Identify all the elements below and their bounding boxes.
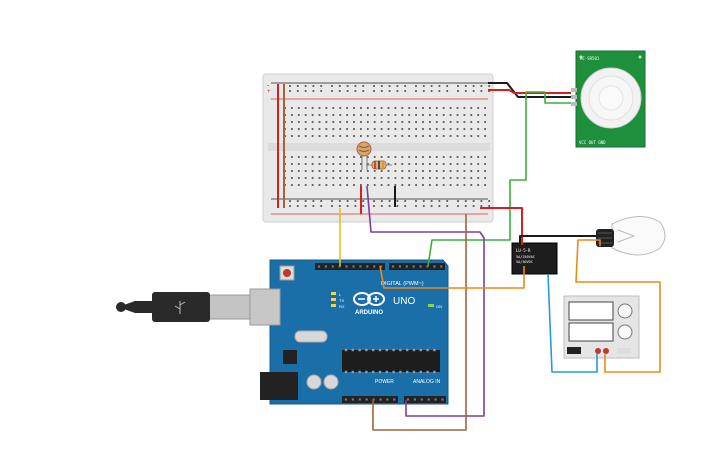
capacitor-2 <box>323 374 339 390</box>
rail-plus-label: + <box>267 89 271 95</box>
analog-header <box>404 396 446 403</box>
reset-button[interactable] <box>283 269 291 277</box>
positive-terminal[interactable] <box>595 348 601 354</box>
digital-header-right <box>389 263 445 270</box>
negative-terminal[interactable] <box>603 348 609 354</box>
digital-label: DIGITAL (PWM~) <box>381 281 424 287</box>
power-switch[interactable] <box>567 347 581 354</box>
on-label: ON <box>436 304 442 309</box>
relay-module[interactable]: LU-5-R 5A/250VAC 5A/30VDC <box>511 242 558 275</box>
pir-sensor[interactable]: HC-SR501 VCC OUT GND <box>571 50 646 148</box>
arduino-model: UNO <box>393 296 415 307</box>
arduino-brand: ARDUINO <box>355 310 383 316</box>
power-jack <box>260 372 298 400</box>
digital-header-left <box>315 263 385 270</box>
arduino-logo-icon <box>353 292 385 306</box>
capacitor-1 <box>306 374 322 390</box>
power-supply[interactable] <box>563 295 640 359</box>
power-header <box>342 396 398 403</box>
light-bulb[interactable] <box>596 216 666 256</box>
current-knob[interactable] <box>617 324 633 340</box>
breadboard-holes <box>284 85 491 207</box>
relay-label-2: 5A/250VAC <box>516 255 535 259</box>
atmega-chip <box>342 350 440 372</box>
breadboard[interactable]: + - <box>262 73 494 223</box>
analog-label: ANALOG IN <box>413 379 441 385</box>
l-label: L <box>339 292 342 297</box>
wires <box>277 82 661 431</box>
usb-icon <box>174 301 186 314</box>
rx-label: RX <box>339 304 345 309</box>
voltage-knob[interactable] <box>617 303 633 319</box>
rail-minus-label: - <box>267 83 269 89</box>
arduino-uno[interactable]: DIGITAL (PWM~) ARDUINO UNO TX RX L ON PO… <box>249 259 449 405</box>
relay-label-1: LU-5-R <box>516 248 531 253</box>
usb-port <box>249 288 281 326</box>
crystal <box>294 330 328 343</box>
usb-cable <box>116 292 251 322</box>
tx-label: TX <box>339 298 344 303</box>
power-label: POWER <box>375 379 394 385</box>
relay-label-3: 5A/30VDC <box>516 260 533 264</box>
resistor[interactable] <box>366 160 392 170</box>
pir-label-top: HC-SR501 <box>580 56 600 61</box>
pir-label-bottom: VCC OUT GND <box>579 140 606 145</box>
photoresistor[interactable] <box>356 141 372 170</box>
